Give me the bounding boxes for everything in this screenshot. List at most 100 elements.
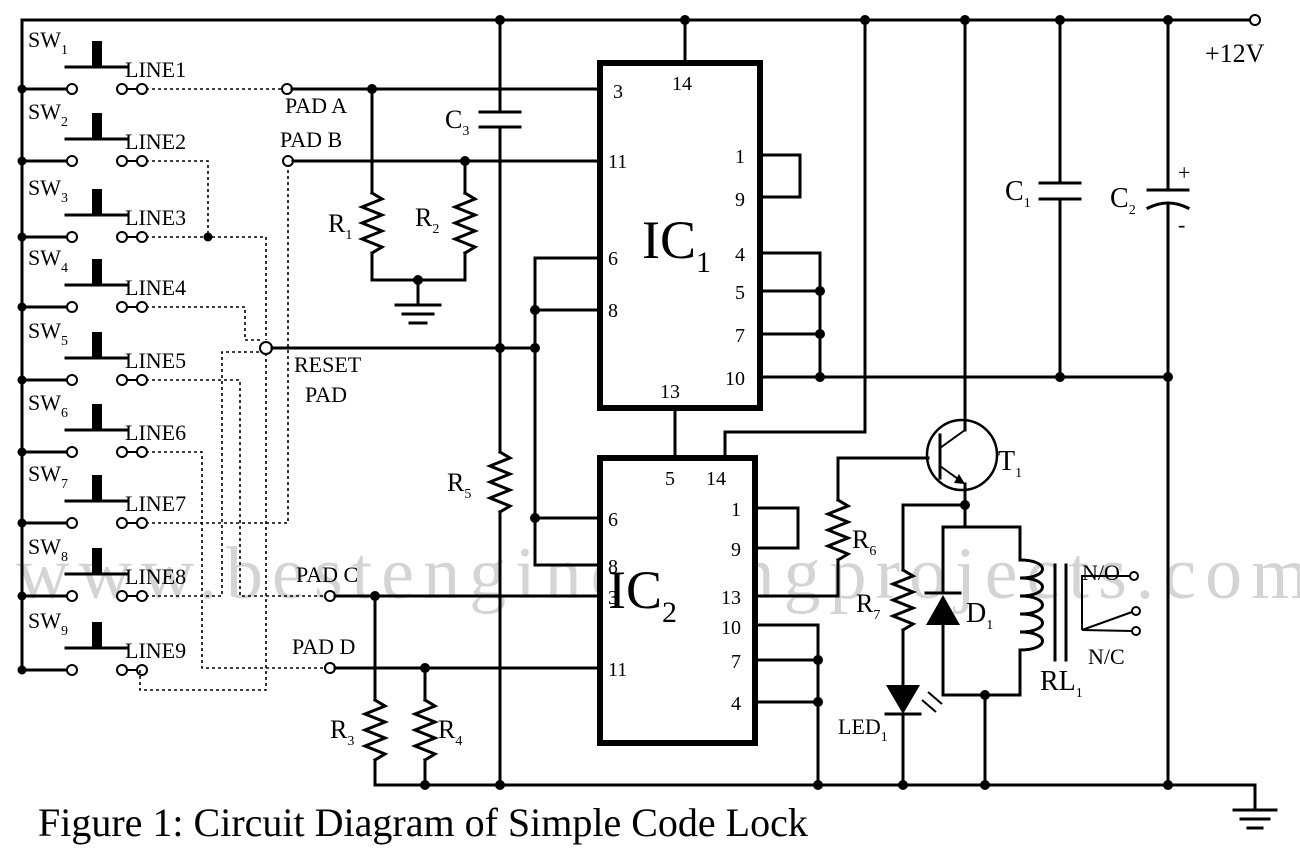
svg-text:5: 5	[735, 282, 745, 304]
pad-c-label: PAD C	[296, 562, 358, 587]
resistor-r4	[410, 666, 440, 787]
svg-text:9: 9	[735, 189, 745, 211]
ic1-label: IC1	[642, 210, 711, 279]
c1-label: C1	[1005, 176, 1031, 211]
svg-text:8: 8	[608, 300, 618, 322]
pad-b	[282, 155, 602, 167]
line-label: LINE7	[125, 491, 186, 516]
line-label: LINE2	[125, 129, 186, 154]
r4-label: R4	[438, 715, 462, 749]
pushbutton-switch	[17, 189, 148, 243]
rl1-label: RL1	[1040, 666, 1083, 701]
c2-label: C2	[1110, 183, 1136, 218]
r1-label: R1	[328, 209, 352, 243]
r3-label: R3	[330, 715, 354, 749]
ic2-wiring	[530, 18, 867, 787]
pushbutton-switch	[17, 548, 148, 602]
switch-label: SW5	[28, 318, 68, 349]
supply-label: +12V	[1205, 39, 1265, 68]
capacitor-c2	[1145, 18, 1191, 787]
svg-text:7: 7	[735, 325, 745, 347]
line-label: LINE9	[125, 638, 186, 663]
line-label: LINE1	[125, 57, 186, 82]
line-label: LINE6	[125, 420, 186, 445]
r7-label: R7	[856, 589, 880, 623]
svg-text:3: 3	[608, 587, 618, 609]
ground-rail	[373, 780, 1278, 830]
ground-symbol	[370, 275, 467, 325]
pad-a	[281, 83, 602, 95]
figure-caption: Figure 1: Circuit Diagram of Simple Code…	[38, 800, 808, 845]
pad-d	[324, 662, 602, 674]
switch-label: SW1	[28, 27, 68, 58]
svg-text:7: 7	[731, 651, 741, 673]
line-wiring	[139, 88, 326, 691]
ic2-chip	[597, 455, 758, 746]
pad-d-label: PAD D	[292, 634, 355, 659]
pad-a-label: PAD A	[285, 93, 347, 118]
diode-d1	[924, 503, 987, 697]
switch-label: SW7	[28, 461, 68, 492]
reset-pad	[259, 341, 540, 355]
pushbutton-switch	[17, 475, 148, 529]
r5-label: R5	[447, 468, 471, 502]
t1-label: T1	[998, 446, 1022, 481]
reset-pad-label: RESET	[294, 352, 362, 377]
c3-label: C3	[445, 105, 469, 139]
svg-text:3: 3	[613, 81, 623, 103]
ic2-pin-numbers: 5 14 6 8 3 11 1 9 13 10 7 4	[608, 468, 741, 715]
svg-text:9: 9	[731, 539, 741, 561]
line-label: LINE8	[125, 564, 186, 589]
svg-text:8: 8	[608, 556, 618, 578]
svg-text:13: 13	[660, 381, 680, 403]
relay-nc-label: N/C	[1088, 644, 1125, 669]
relay-rl1	[941, 525, 1141, 787]
svg-text:14: 14	[706, 468, 726, 490]
capacitor-c1	[1038, 18, 1082, 379]
pushbutton-switch	[17, 404, 148, 458]
r2-label: R2	[415, 203, 439, 237]
ic1-chip	[597, 60, 763, 411]
svg-text:6: 6	[608, 509, 618, 531]
line-label: LINE3	[125, 205, 186, 230]
pushbutton-switch	[17, 41, 148, 95]
switch-label: SW4	[28, 245, 68, 276]
capacitor-c3	[478, 18, 522, 454]
line-label: LINE5	[125, 348, 186, 373]
resistor-r6	[823, 456, 930, 563]
svg-text:4: 4	[731, 693, 741, 715]
switch-label: SW2	[28, 99, 68, 130]
line-label: LINE4	[125, 275, 186, 300]
svg-text:13: 13	[721, 587, 741, 609]
svg-text:11: 11	[608, 151, 627, 173]
svg-text:11: 11	[608, 659, 627, 681]
svg-text:14: 14	[672, 73, 692, 95]
ic2-label: IC2	[608, 560, 677, 629]
c2-minus: -	[1178, 212, 1185, 237]
pushbutton-switch	[17, 259, 148, 313]
led1-label: LED1	[838, 714, 888, 745]
resistor-r5	[485, 449, 515, 787]
switch-label: SW6	[28, 390, 68, 421]
pad-b-label: PAD B	[280, 127, 342, 152]
reset-pad-label-2: PAD	[305, 382, 347, 407]
resistor-r1	[357, 87, 387, 282]
pushbutton-switch	[17, 332, 148, 386]
resistor-r2	[450, 159, 480, 282]
resistor-r7	[888, 503, 967, 687]
switch-bank: SW1LINE1SW2LINE2SW3LINE3SW4LINE4SW5LINE5…	[17, 27, 186, 676]
svg-text:1: 1	[731, 499, 741, 521]
led-led1	[884, 685, 943, 787]
switch-label: SW8	[28, 534, 68, 565]
d1-label: D1	[966, 598, 993, 633]
resistor-r3	[360, 594, 390, 787]
svg-text:1: 1	[735, 146, 745, 168]
switch-label: SW9	[28, 608, 68, 639]
svg-text:10: 10	[725, 368, 745, 390]
ic1-pin-numbers: 3 14 11 6 8 13 1 9 4 5 7 10	[608, 73, 745, 403]
svg-text:4: 4	[735, 244, 745, 266]
svg-text:5: 5	[665, 468, 675, 490]
switch-label: SW3	[28, 175, 68, 206]
pad-c	[324, 590, 602, 602]
